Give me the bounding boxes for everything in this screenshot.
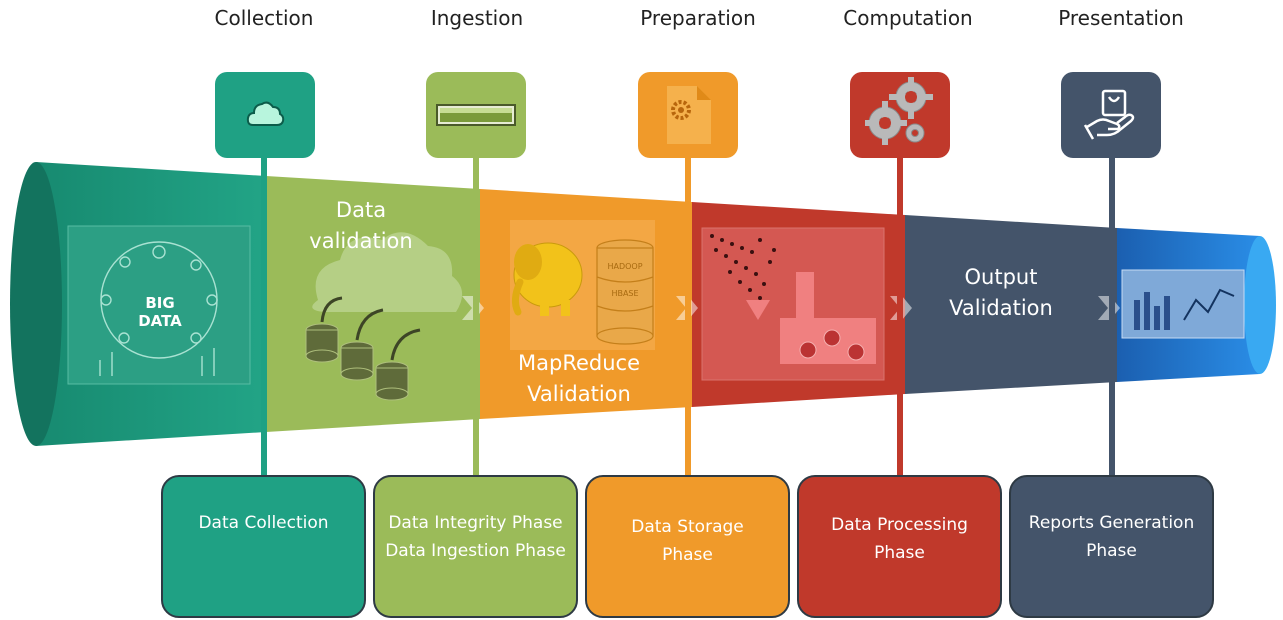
data-validation-label: Data validation: [286, 195, 436, 257]
big-data-network-icon: [99, 241, 218, 376]
gear-document-icon: [667, 86, 711, 144]
funnel-right-opening: [1244, 236, 1276, 374]
phase-label: Data Ingestion Phase: [385, 541, 566, 561]
progress-bar-icon: [436, 104, 516, 126]
data-validation-line: Data: [335, 198, 387, 222]
phase-box-ingestion: Data Integrity Phase Data Ingestion Phas…: [373, 475, 578, 618]
funnel-segment-output: [905, 215, 1117, 394]
icon-box-ingestion: [426, 72, 526, 158]
phase-label: Data Processing: [831, 515, 968, 535]
output-validation-line: Output: [964, 265, 1038, 289]
phase-label: Data Integrity Phase: [388, 513, 563, 533]
phase-box-computation: Data Processing Phase: [797, 475, 1002, 618]
hbase-label: HBASE: [611, 289, 639, 298]
hadoop-db-label: HADOOP HBASE: [599, 262, 651, 298]
icon-box-computation: [850, 72, 950, 158]
stage-title-ingestion: Ingestion: [430, 6, 524, 30]
data-factory-illustration: [701, 227, 885, 381]
stage-title-preparation: Preparation: [640, 6, 756, 30]
mapreduce-validation-line: Validation: [527, 382, 631, 406]
phase-label: Reports Generation: [1028, 513, 1195, 533]
gears-icon: [865, 77, 933, 145]
phase-label: Data Storage: [631, 517, 744, 537]
phase-label: Phase: [662, 545, 713, 565]
stage-title-computation: Computation: [843, 6, 973, 30]
output-validation-label: Output Validation: [926, 262, 1076, 324]
icon-box-presentation: [1061, 72, 1161, 158]
funnel-left-opening: [10, 162, 62, 446]
icon-box-preparation: [638, 72, 738, 158]
big-data-label: BIG DATA: [138, 294, 182, 330]
cloud-database-illustration: [305, 232, 463, 401]
mapreduce-validation-label: MapReduce Validation: [497, 348, 661, 410]
phase-label: Phase: [1086, 541, 1137, 561]
mapreduce-validation-line: MapReduce: [518, 351, 640, 375]
stage-title-presentation: Presentation: [1058, 6, 1184, 30]
hadoop-label: HADOOP: [607, 262, 643, 271]
big-data-label-line: BIG: [145, 294, 175, 312]
hand-bag-icon: [1083, 89, 1135, 140]
output-validation-line: Validation: [949, 296, 1053, 320]
dashboard-chart-image: [1121, 269, 1245, 339]
data-validation-line: validation: [309, 229, 413, 253]
cloud-icon: [246, 101, 285, 126]
phase-label: Data Collection: [198, 513, 329, 533]
icon-box-collection: [215, 72, 315, 158]
phase-box-preparation: Data Storage Phase: [585, 475, 790, 618]
hadoop-elephant-illustration: [510, 220, 655, 350]
phase-box-presentation: Reports Generation Phase: [1009, 475, 1214, 618]
phase-box-collection: Data Collection: [161, 475, 366, 618]
phase-label: Phase: [874, 543, 925, 563]
big-data-label-line: DATA: [138, 312, 182, 330]
stage-title-collection: Collection: [214, 6, 314, 30]
